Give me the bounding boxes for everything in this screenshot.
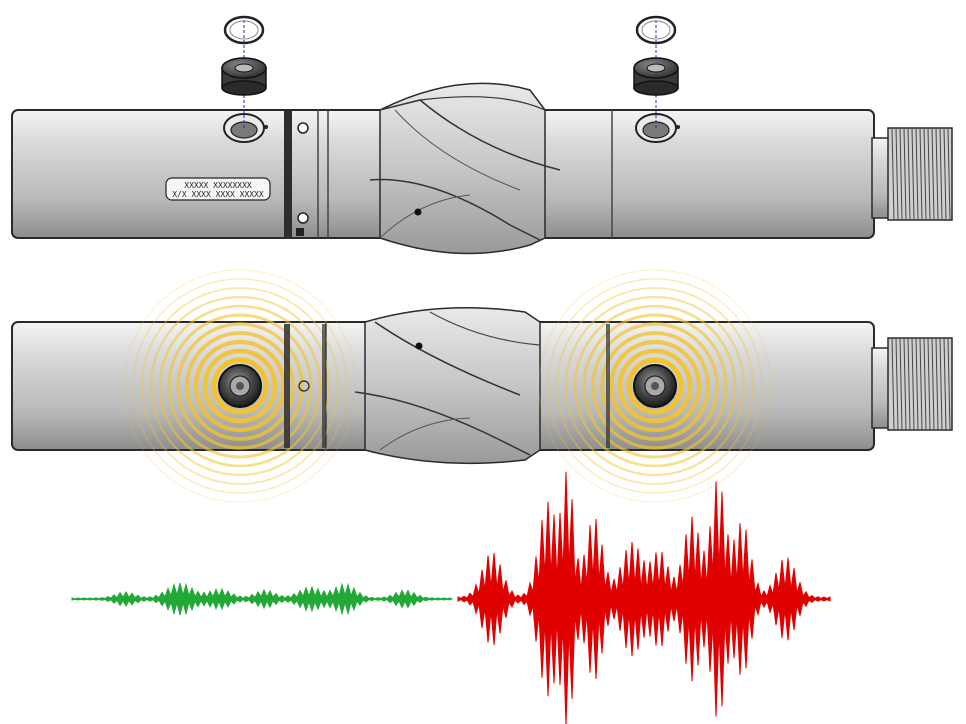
acoustic-ring bbox=[582, 313, 728, 459]
bottom-tool bbox=[11, 269, 953, 503]
marker-mark bbox=[296, 228, 304, 236]
acoustic-ring bbox=[573, 304, 737, 468]
thread-line bbox=[895, 337, 899, 431]
thread-line bbox=[931, 337, 935, 431]
top-tool-thread bbox=[887, 127, 953, 221]
thread-line bbox=[935, 127, 939, 221]
thread-line bbox=[891, 127, 895, 221]
thread-line bbox=[911, 127, 915, 221]
quiet-waveform bbox=[71, 582, 454, 616]
thread-line bbox=[947, 127, 951, 221]
acoustic-ring bbox=[185, 331, 295, 441]
thread-line bbox=[907, 337, 911, 431]
thread-line bbox=[947, 337, 951, 431]
acoustic-ring bbox=[167, 313, 313, 459]
thread-line bbox=[891, 337, 895, 431]
waveforms bbox=[71, 471, 831, 724]
thread-line bbox=[943, 337, 947, 431]
port-hole bbox=[297, 122, 309, 134]
thread-line bbox=[899, 127, 903, 221]
thread-line bbox=[911, 337, 915, 431]
acoustic-rings-right bbox=[538, 269, 772, 503]
acoustic-ring bbox=[556, 287, 754, 485]
bottom-tool-thread bbox=[887, 337, 953, 431]
thread-line bbox=[923, 127, 927, 221]
thread-line bbox=[919, 337, 923, 431]
thread-line bbox=[939, 337, 943, 431]
acoustic-ring bbox=[202, 348, 278, 424]
acoustic-ring bbox=[132, 278, 348, 494]
o-ring-left bbox=[223, 15, 265, 45]
thread-line bbox=[915, 337, 919, 431]
acoustic-ring bbox=[158, 304, 322, 468]
thread-line bbox=[919, 127, 923, 221]
thread-line bbox=[939, 127, 943, 221]
acoustic-ring bbox=[547, 278, 763, 494]
thread-line bbox=[915, 127, 919, 221]
acoustic-ring bbox=[123, 269, 357, 503]
acoustic-ring bbox=[591, 322, 719, 450]
acoustic-ring bbox=[617, 348, 693, 424]
acoustic-ring bbox=[564, 295, 746, 477]
sensor-cap-left bbox=[221, 57, 267, 96]
thread-line bbox=[943, 127, 947, 221]
thread-line bbox=[923, 337, 927, 431]
acoustic-ring bbox=[149, 295, 331, 477]
thread-line bbox=[931, 127, 935, 221]
sensor-cap-right bbox=[633, 57, 679, 96]
top-stabilizer bbox=[369, 82, 561, 255]
o-ring-right bbox=[635, 15, 677, 45]
acoustic-ring bbox=[176, 322, 304, 450]
installed-sensor-left bbox=[218, 364, 262, 408]
thread-line bbox=[927, 127, 931, 221]
installed-sensor-right bbox=[633, 364, 677, 408]
thread-line bbox=[935, 337, 939, 431]
nameplate-line2: X/X XXXX XXXX XXXXX bbox=[172, 190, 264, 199]
acoustic-ring bbox=[211, 357, 269, 415]
acoustic-ring bbox=[608, 339, 702, 433]
bottom-stabilizer bbox=[354, 307, 541, 465]
thread-line bbox=[927, 337, 931, 431]
thread-line bbox=[907, 127, 911, 221]
bottom-grooves bbox=[284, 324, 610, 448]
groove bbox=[284, 110, 292, 238]
thread-line bbox=[903, 127, 907, 221]
top-tool: XXXXX XXXXXXXX X/X XXXX XXXX XXXXX bbox=[11, 15, 953, 255]
nameplate: XXXXX XXXXXXXX X/X XXXX XXXX XXXXX bbox=[165, 177, 271, 201]
port-hole bbox=[297, 212, 309, 224]
thread-line bbox=[895, 127, 899, 221]
acoustic-ring bbox=[626, 357, 684, 415]
loud-waveform bbox=[457, 471, 831, 724]
thread-line bbox=[903, 337, 907, 431]
nameplate-line1: XXXXX XXXXXXXX bbox=[184, 181, 252, 190]
thread-line bbox=[899, 337, 903, 431]
acoustic-ring bbox=[600, 331, 710, 441]
acoustic-ring bbox=[141, 287, 339, 485]
acoustic-ring bbox=[538, 269, 772, 503]
